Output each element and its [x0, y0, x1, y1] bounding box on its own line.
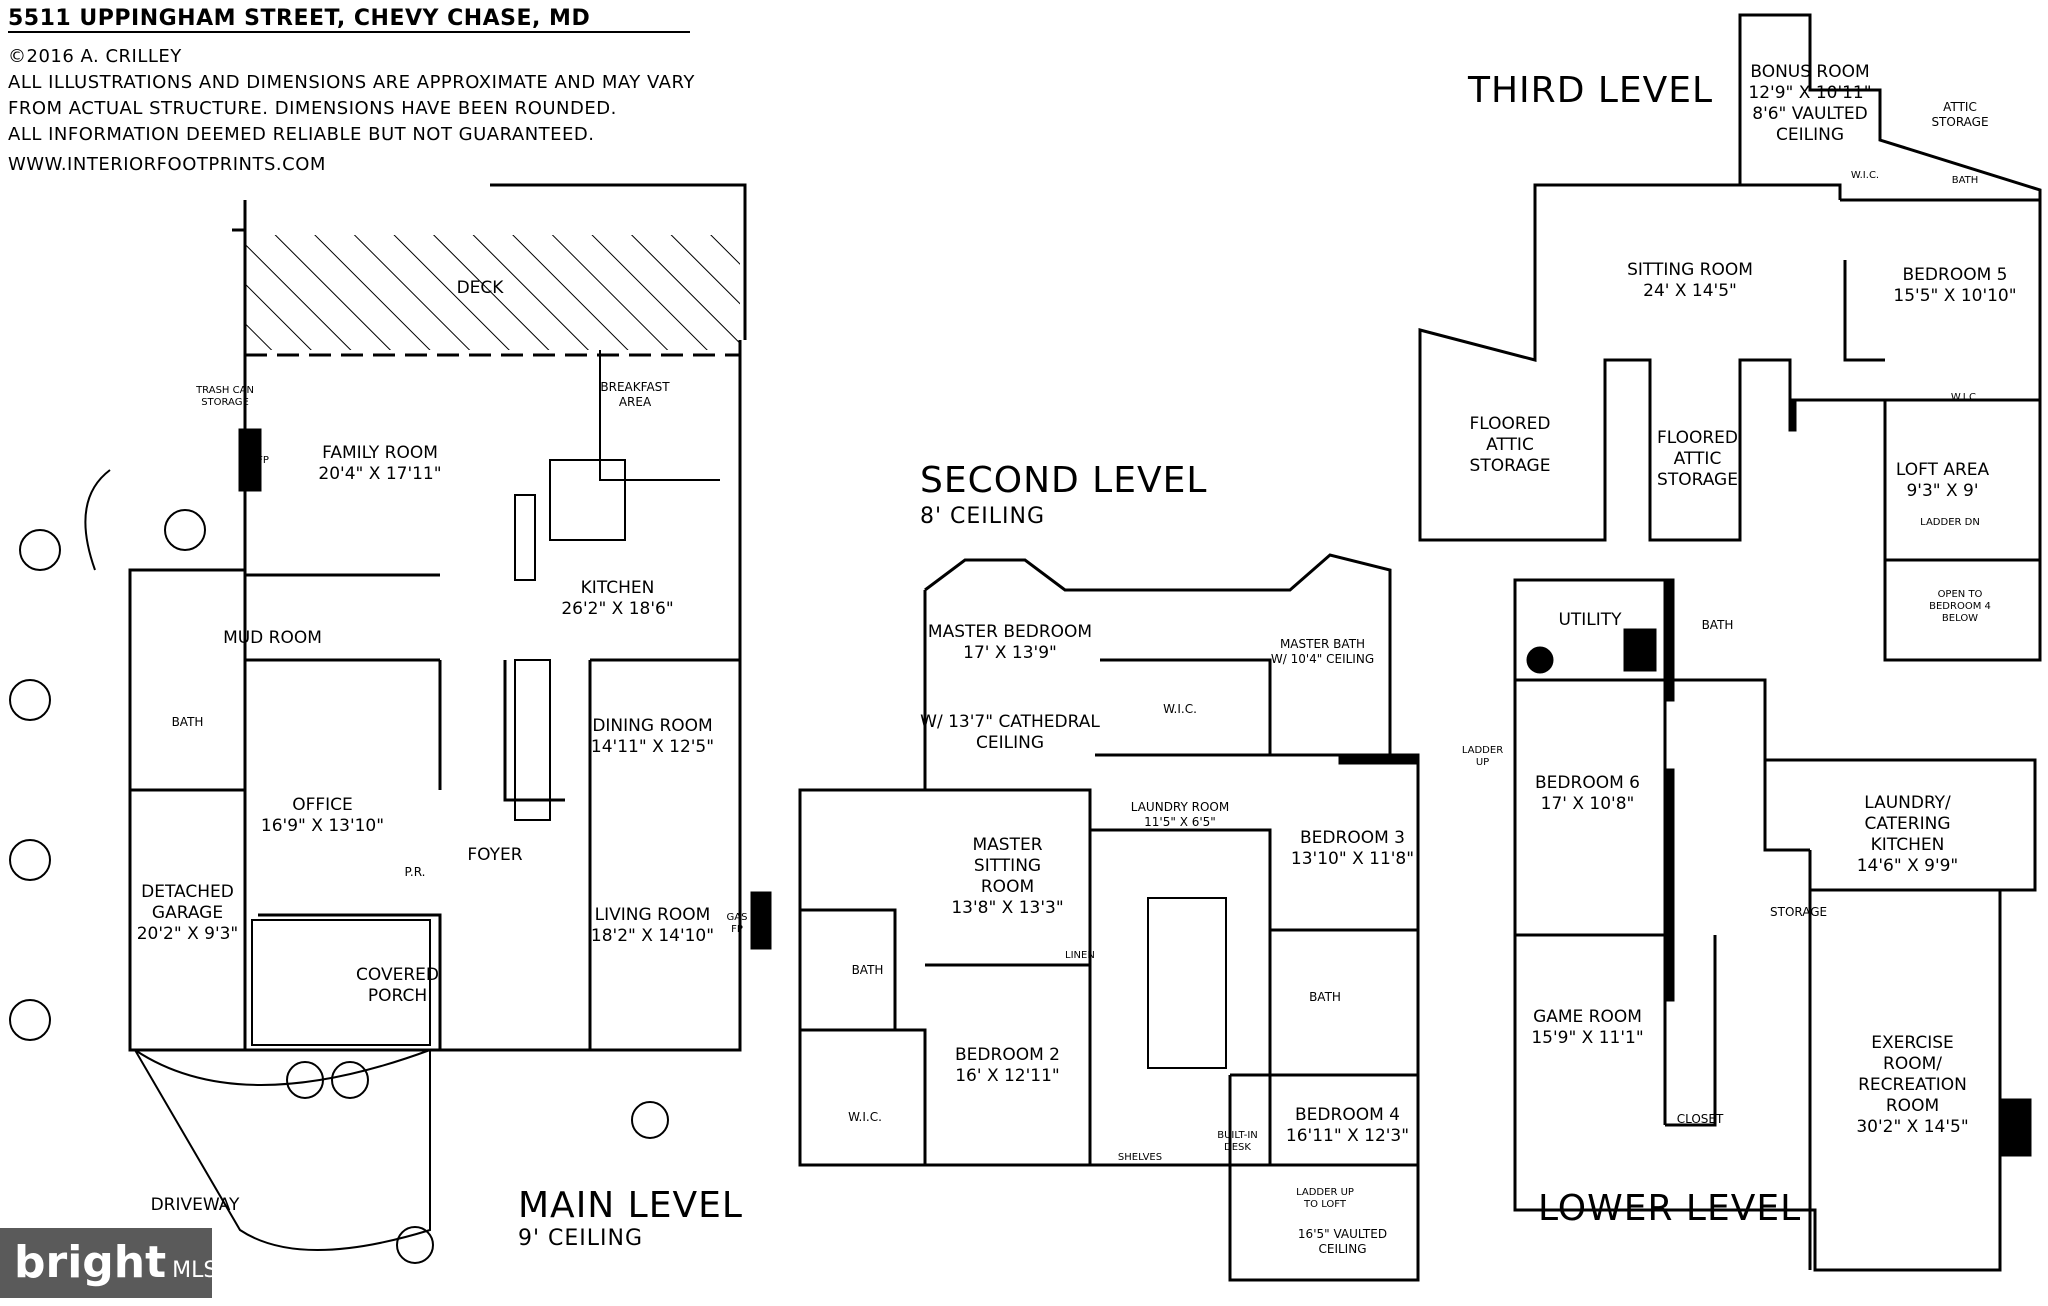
address-title: 5511 UPPINGHAM STREET, CHEVY CHASE, MD	[8, 6, 691, 33]
room-kitchen: KITCHEN 26'2" X 18'6"	[561, 578, 674, 619]
room-bedroom-2: BEDROOM 2 16' X 12'11"	[955, 1045, 1060, 1086]
lower-fireplace: FP	[1999, 1122, 2011, 1133]
room-floored-attic-1: FLOORED ATTIC STORAGE	[1469, 414, 1551, 476]
ladder-down: LADDER DN	[1920, 517, 1980, 528]
room-exercise: EXERCISE ROOM/ RECREATION ROOM 30'2" X 1…	[1856, 1033, 1969, 1137]
master-cathedral-ceiling: W/ 13'7" CATHEDRAL CEILING	[920, 712, 1100, 753]
lower-level-title: LOWER LEVEL	[1538, 1188, 1802, 1229]
ladder-up-to-loft: LADDER UP TO LOFT	[1296, 1187, 1354, 1210]
room-lower-bath: BATH	[1701, 618, 1734, 632]
room-deck: DECK	[456, 278, 504, 298]
room-main-bath: BATH	[171, 715, 204, 729]
gas-fireplace: GAS FP	[726, 912, 748, 935]
room-bedroom-5: BEDROOM 5 15'5" X 10'10"	[1893, 265, 2017, 306]
room-floored-attic-2: FLOORED ATTIC STORAGE	[1656, 428, 1739, 490]
room-foyer: FOYER	[467, 845, 523, 865]
room-attic-storage: ATTIC STORAGE	[1931, 100, 1989, 129]
second-level-title: SECOND LEVEL	[920, 460, 1208, 501]
room-bath-a: BATH	[851, 963, 884, 977]
room-bedroom-4: BEDROOM 4 16'11" X 12'3"	[1285, 1105, 1410, 1146]
third-level-title: THIRD LEVEL	[1468, 70, 1714, 111]
room-living: LIVING ROOM 18'2" X 14'10"	[590, 905, 715, 946]
brand-name: bright	[14, 1237, 167, 1288]
room-master-sitting: MASTER SITTING ROOM 13'8" X 13'3"	[951, 835, 1064, 918]
room-game: GAME ROOM 15'9" X 11'1"	[1531, 1007, 1644, 1048]
room-bedroom-6: BEDROOM 6 17' X 10'8"	[1535, 773, 1640, 814]
trash-storage: TRASH CAN STORAGE	[196, 385, 254, 408]
brand-suffix: MLS	[172, 1258, 218, 1283]
main-level-ceiling: 9' CEILING	[518, 1226, 644, 1251]
shelves-label: SHELVES	[1117, 1152, 1163, 1163]
second-outline	[798, 553, 1420, 1167]
room-dining: DINING ROOM 14'11" X 12'5"	[590, 716, 715, 757]
open-to-bedroom-4: OPEN TO BEDROOM 4 BELOW	[1929, 589, 1991, 624]
room-third-bath: BATH	[1951, 175, 1979, 186]
room-bedroom-3: BEDROOM 3 13'10" X 11'8"	[1290, 828, 1415, 869]
website: WWW.INTERIORFOOTPRINTS.COM	[8, 154, 326, 175]
room-third-wic-2: W.I.C.	[1950, 392, 1980, 403]
room-storage: STORAGE	[1770, 905, 1828, 919]
room-porch: COVERED PORCH	[356, 965, 439, 1006]
room-driveway: DRIVEWAY	[150, 1195, 240, 1215]
room-wic: W.I.C.	[1163, 702, 1197, 716]
ladder-up: LADDER UP	[1461, 745, 1504, 768]
linen-closet: LINEN	[1065, 950, 1095, 961]
room-closet: CLOSET	[1676, 1112, 1724, 1126]
fireplace: FP	[257, 455, 269, 466]
room-laundry-catering: LAUNDRY/ CATERING KITCHEN 14'6" X 9'9"	[1856, 793, 1959, 876]
room-mud: MUD ROOM	[223, 628, 322, 648]
room-master-bedroom: MASTER BEDROOM 17' X 13'9"	[927, 622, 1093, 663]
room-wic-2: W.I.C.	[848, 1110, 882, 1124]
room-laundry: LAUNDRY ROOM 11'5" X 6'5"	[1130, 800, 1230, 829]
disclaimer-line-2: FROM ACTUAL STRUCTURE. DIMENSIONS HAVE B…	[8, 98, 617, 119]
room-sitting: SITTING ROOM 24' X 14'5"	[1627, 260, 1753, 301]
room-bath-b: BATH	[1309, 990, 1341, 1004]
room-bonus: BONUS ROOM 12'9" X 10'11" 8'6" VAULTED C…	[1748, 62, 1872, 145]
room-powder: P.R.	[404, 865, 426, 879]
built-in-desk: BUILT-IN DESK	[1217, 1130, 1258, 1153]
copyright: ©2016 A. CRILLEY	[8, 46, 182, 67]
room-garage: DETACHED GARAGE 20'2" X 9'3"	[136, 882, 239, 944]
room-utility: UTILITY	[1558, 610, 1622, 630]
room-master-bath: MASTER BATH W/ 10'4" CEILING	[1270, 637, 1375, 666]
second-level-ceiling: 8' CEILING	[920, 504, 1046, 529]
room-loft: LOFT AREA 9'3" X 9'	[1895, 460, 1990, 501]
vaulted-ceiling-note: 16'5" VAULTED CEILING	[1297, 1227, 1388, 1256]
room-third-wic: W.I.C.	[1850, 170, 1880, 181]
disclaimer-line-1: ALL ILLUSTRATIONS AND DIMENSIONS ARE APP…	[8, 72, 695, 93]
main-level-title: MAIN LEVEL	[518, 1185, 743, 1226]
lower-outline	[1513, 578, 2037, 1272]
room-breakfast: BREAKFAST AREA	[600, 380, 670, 409]
room-office: OFFICE 16'9" X 13'10"	[260, 795, 385, 836]
room-family: FAMILY ROOM 20'4" X 17'11"	[318, 443, 442, 484]
disclaimer-line-3: ALL INFORMATION DEEMED RELIABLE BUT NOT …	[8, 124, 595, 145]
